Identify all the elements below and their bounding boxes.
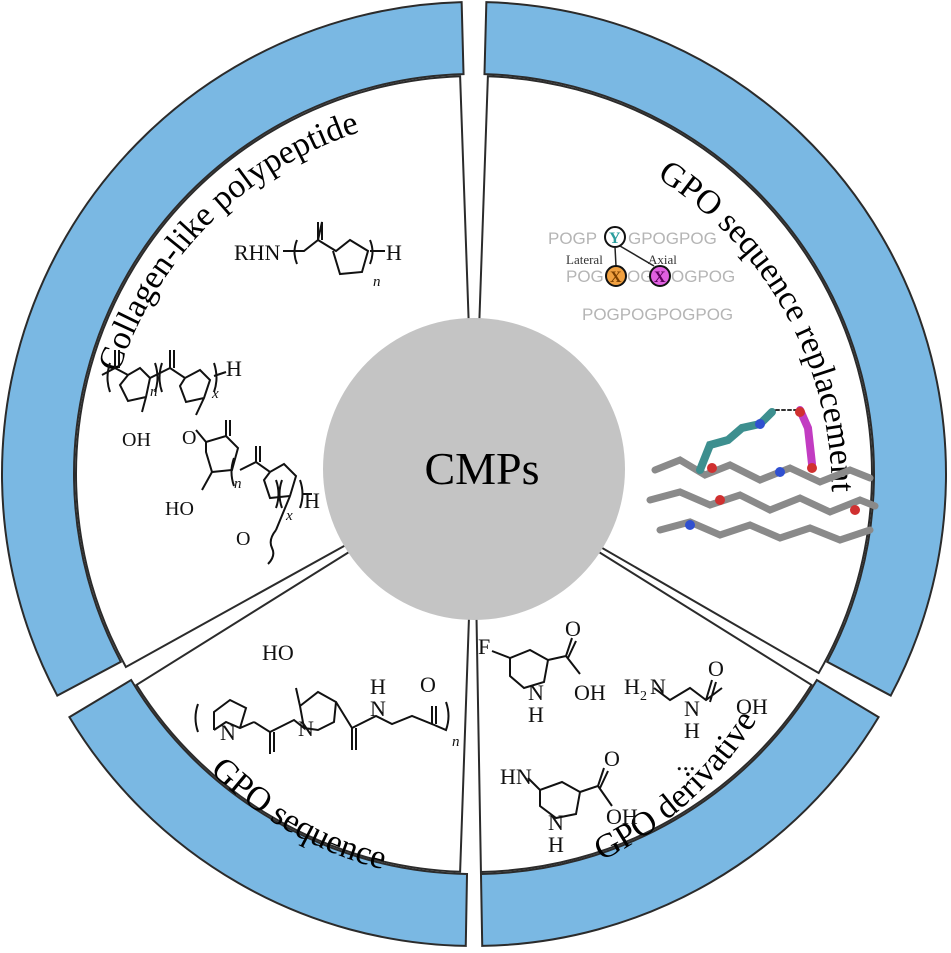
label-o3: O bbox=[604, 746, 620, 771]
x-magenta: X bbox=[654, 269, 666, 286]
label-o2: O bbox=[708, 656, 724, 681]
collagen-labels: RHN H n n x H OH O n HO x H O bbox=[122, 240, 402, 550]
seq-row2-mid: OG bbox=[627, 267, 653, 286]
imidazolidine-bonds bbox=[527, 767, 613, 820]
label-o: O bbox=[420, 672, 436, 697]
fluoroproline-bonds bbox=[491, 637, 581, 690]
hydroxyproline-glycine bbox=[269, 687, 450, 750]
label-h2n: H bbox=[624, 674, 640, 699]
center-label: CMPs bbox=[424, 443, 539, 494]
link-lines bbox=[614, 245, 655, 267]
derivative-structures bbox=[491, 637, 723, 820]
label-ellipsis: ... bbox=[676, 747, 696, 776]
label-x-left: x bbox=[211, 386, 219, 402]
x-orange: X bbox=[610, 269, 622, 286]
ring-segment-sequence bbox=[68, 678, 469, 947]
label-n1: N bbox=[528, 680, 544, 705]
seq-row2-left: POG bbox=[566, 267, 604, 286]
seq-row2-right: OGPOG bbox=[671, 267, 735, 286]
label-f: F bbox=[478, 634, 490, 659]
label-oh2: OH bbox=[736, 694, 768, 719]
label-h-lower: H bbox=[304, 488, 320, 513]
top-proline-bond bbox=[283, 221, 370, 276]
label-h: H bbox=[370, 674, 386, 699]
label-oh1: OH bbox=[574, 680, 606, 705]
label-rhn: RHN bbox=[234, 240, 281, 265]
label-n3: N bbox=[548, 810, 564, 835]
label-n-left: n bbox=[150, 384, 158, 400]
gpo-sequence-structure bbox=[194, 687, 450, 754]
gpo-sequence-labels: HO N N H N O n bbox=[220, 640, 460, 750]
label-ho-lower: HO bbox=[165, 498, 194, 520]
ring-segment-collagen bbox=[1, 1, 465, 697]
molecular-model bbox=[646, 406, 879, 544]
label-sub2: 2 bbox=[640, 689, 647, 704]
lateral-label: Lateral bbox=[566, 252, 603, 267]
seq-row1-right: GPOGPOG bbox=[628, 229, 717, 248]
label-h1: H bbox=[528, 702, 544, 727]
label-h-top: H bbox=[386, 240, 402, 265]
label-n-hyd2: N bbox=[684, 696, 700, 721]
lower-brackets bbox=[230, 457, 304, 509]
label-o-left: O bbox=[182, 427, 196, 449]
seq-row3: POGPOGPOGPOG bbox=[582, 305, 733, 324]
x-magenta-circle bbox=[649, 265, 671, 287]
label-ho: HO bbox=[262, 640, 294, 665]
hydrazine-bonds bbox=[653, 679, 723, 703]
lower-proline2 bbox=[239, 446, 298, 565]
left-brackets bbox=[106, 362, 218, 393]
ring-segment-derivative bbox=[479, 678, 880, 947]
label-sub-n: n bbox=[452, 734, 460, 750]
proline-ring bbox=[194, 698, 275, 754]
center-circle bbox=[323, 318, 625, 620]
label-o-lower: O bbox=[236, 528, 250, 550]
sequence-replacement-panel: POGP Y GPOGPOG Lateral Axial POG X OG X … bbox=[548, 226, 879, 544]
label-oh3: OH bbox=[606, 804, 638, 829]
label-hn: HN bbox=[500, 764, 532, 789]
label-x-lower: x bbox=[285, 508, 293, 524]
axial-label: Axial bbox=[648, 252, 677, 267]
seq-row1-left: POGP bbox=[548, 229, 597, 248]
left-h bbox=[213, 371, 227, 377]
left-proline2 bbox=[149, 350, 212, 416]
label-h3: H bbox=[548, 832, 564, 857]
label-n1: N bbox=[220, 720, 236, 745]
label-h-left: H bbox=[226, 356, 242, 381]
label-n2: N bbox=[298, 716, 314, 741]
collagen-structures bbox=[101, 221, 385, 565]
ring-segment-replacement bbox=[483, 1, 947, 697]
x-orange-circle bbox=[605, 265, 627, 287]
label-n3: N bbox=[370, 696, 386, 721]
y-residue: Y bbox=[609, 230, 621, 247]
label-n-top: n bbox=[373, 274, 381, 290]
label-h-hyd: H bbox=[684, 718, 700, 743]
lower-proline1 bbox=[195, 420, 240, 491]
label-n-lower: n bbox=[234, 476, 242, 492]
label-n-hyd: N bbox=[650, 674, 666, 699]
label-oh-left: OH bbox=[122, 429, 151, 451]
derivative-labels: F O N H OH H 2 N N H O OH HN O N H OH ..… bbox=[478, 616, 768, 857]
label-o1: O bbox=[565, 616, 581, 641]
